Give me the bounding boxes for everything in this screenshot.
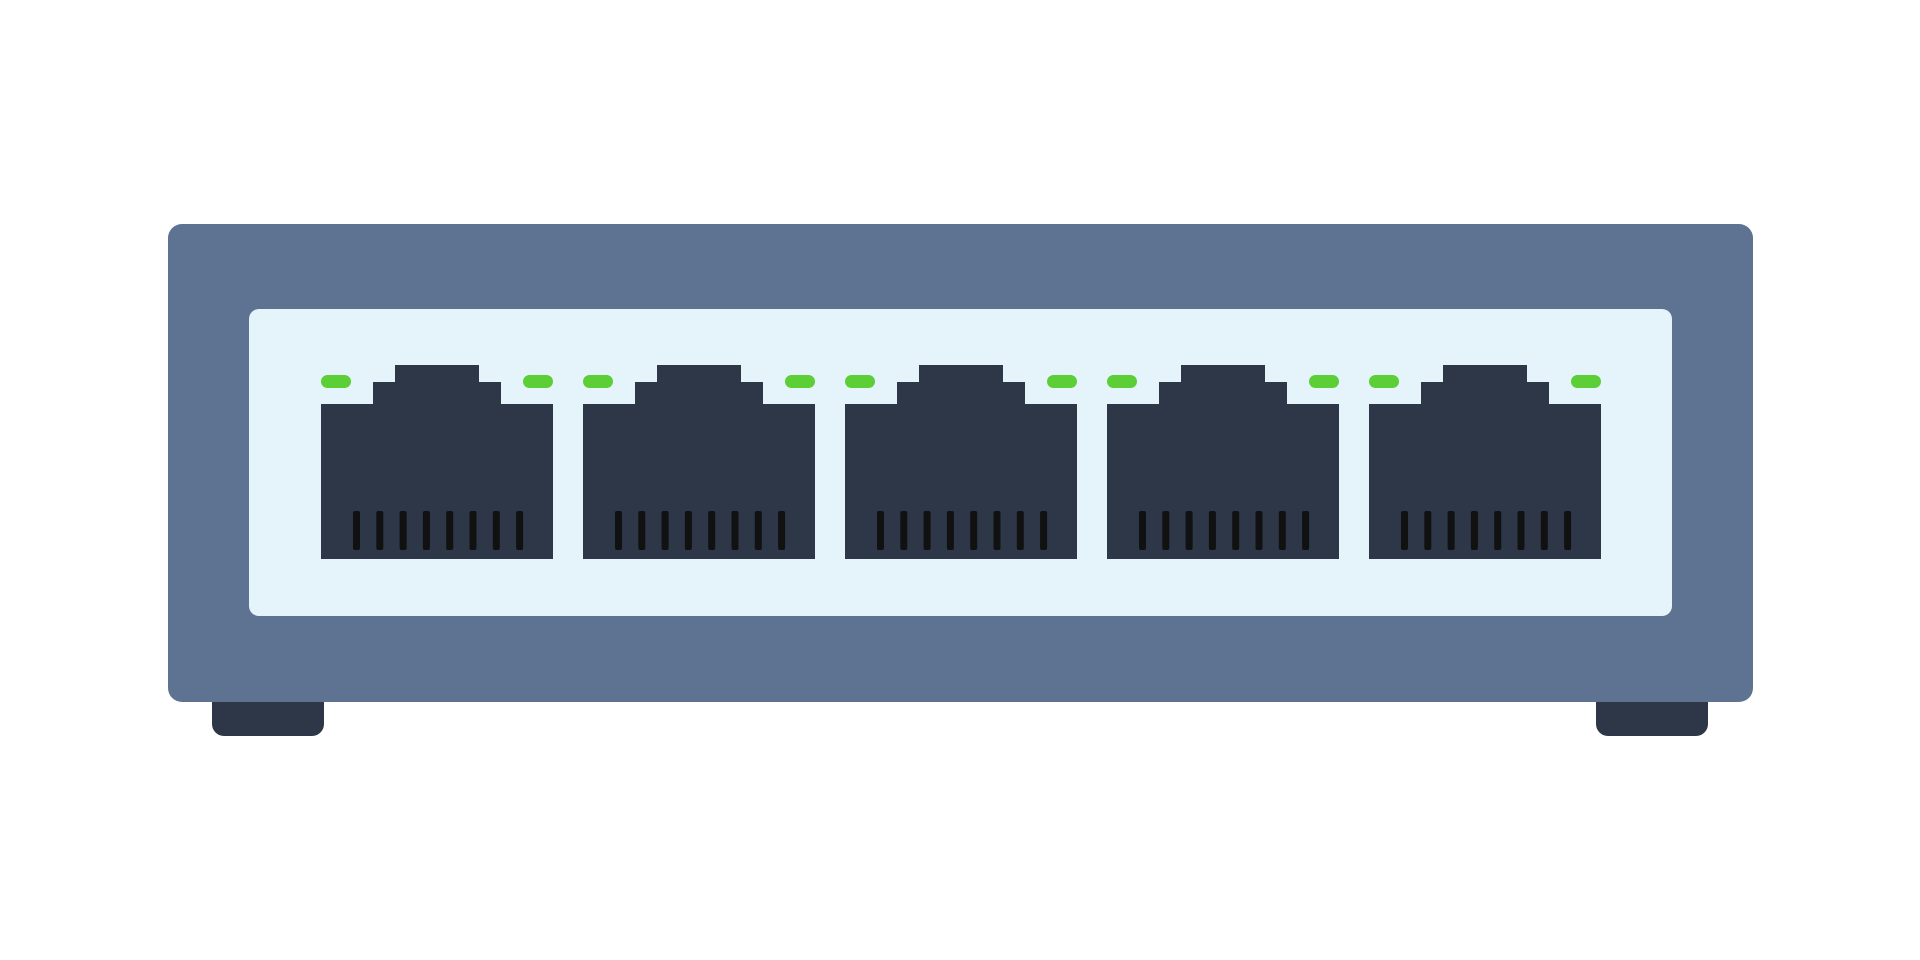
port-led-left — [321, 375, 351, 388]
port-pin — [731, 511, 739, 550]
port-pin — [1185, 511, 1193, 550]
ethernet-port — [1369, 365, 1601, 559]
port-pin — [1208, 511, 1216, 550]
port-pin — [970, 511, 978, 550]
port-led-left — [1107, 375, 1137, 388]
port-led-left — [583, 375, 613, 388]
port-led-right — [523, 375, 553, 388]
port-pin — [446, 511, 454, 550]
port-led-left — [1369, 375, 1399, 388]
port-led-right — [785, 375, 815, 388]
rj45-jack — [845, 365, 1077, 559]
port-pin — [516, 511, 524, 550]
port-pin — [353, 511, 360, 550]
rj45-jack — [321, 365, 553, 559]
port-pin — [1564, 511, 1572, 550]
port-led-right — [1047, 375, 1077, 388]
port-pin — [1040, 511, 1048, 550]
port-pin — [877, 511, 884, 550]
port-pin — [684, 511, 692, 550]
port-pin — [469, 511, 477, 550]
port-pin — [615, 511, 622, 550]
port-pin — [1278, 511, 1286, 550]
port-pin — [1470, 511, 1478, 550]
ethernet-port — [583, 365, 815, 559]
ports-row — [321, 365, 1601, 559]
port-pin — [1162, 511, 1170, 550]
port-pin — [1494, 511, 1502, 550]
port-pin — [376, 511, 384, 550]
ethernet-port — [321, 365, 553, 559]
port-pin — [946, 511, 954, 550]
port-pin — [1447, 511, 1455, 550]
port-pin — [1540, 511, 1548, 550]
port-pin — [1302, 511, 1310, 550]
port-pin — [1401, 511, 1408, 550]
port-led-left — [845, 375, 875, 388]
ethernet-port — [845, 365, 1077, 559]
port-pin — [638, 511, 646, 550]
port-pin — [1016, 511, 1024, 550]
port-pin — [778, 511, 786, 550]
rj45-jack — [583, 365, 815, 559]
rj45-jack — [1107, 365, 1339, 559]
port-pin — [993, 511, 1001, 550]
port-pin — [900, 511, 908, 550]
port-pin — [1139, 511, 1146, 550]
port-pin — [1255, 511, 1263, 550]
port-led-right — [1571, 375, 1601, 388]
port-pin — [492, 511, 500, 550]
port-led-right — [1309, 375, 1339, 388]
port-pin — [754, 511, 762, 550]
port-pin — [422, 511, 430, 550]
port-pin — [1517, 511, 1525, 550]
ethernet-port — [1107, 365, 1339, 559]
port-pin — [399, 511, 407, 550]
port-pin — [708, 511, 716, 550]
port-pin — [1424, 511, 1432, 550]
port-pin — [661, 511, 669, 550]
rj45-jack — [1369, 365, 1601, 559]
port-pin — [1232, 511, 1240, 550]
port-pin — [923, 511, 931, 550]
